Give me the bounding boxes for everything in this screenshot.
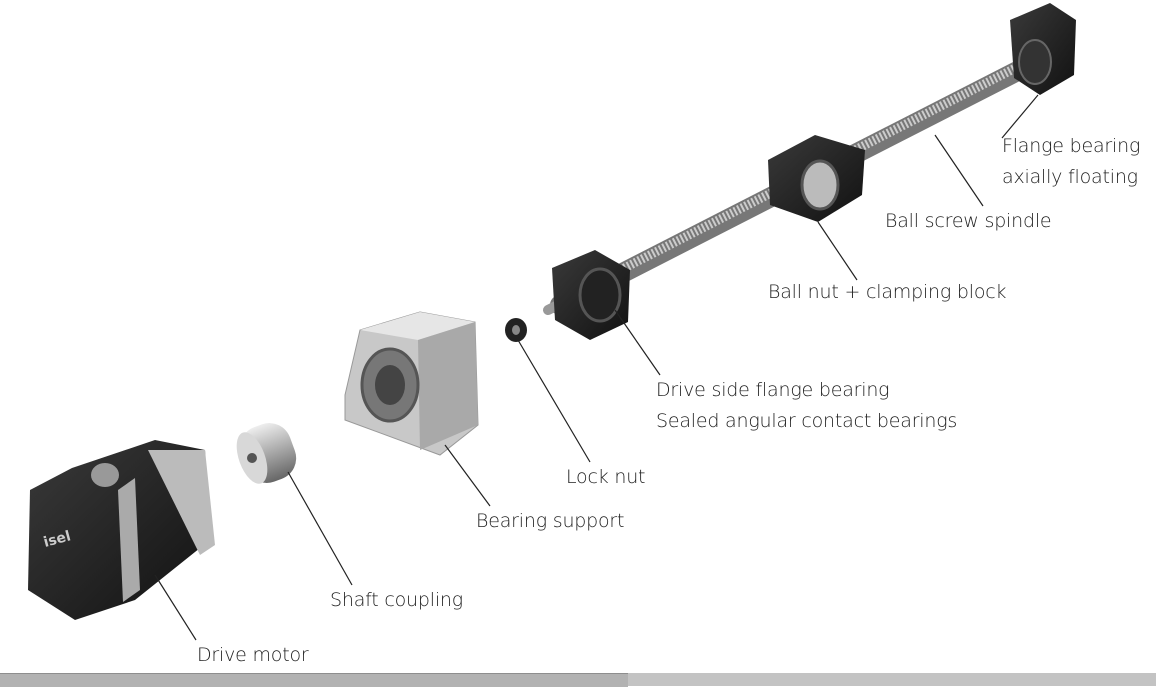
motor-brand-logo: isel xyxy=(42,528,73,551)
label-line: Sealed angular contact bearings xyxy=(656,410,958,432)
drive-motor: isel xyxy=(28,440,215,620)
ball-nut-clamping-block xyxy=(768,135,865,222)
label-drive-side-flange-bearing: Drive side flange bearing Sealed angular… xyxy=(656,375,957,437)
label-drive-motor: Drive motor xyxy=(197,644,309,666)
shaft-coupling xyxy=(236,423,297,484)
bottom-bar-left xyxy=(0,673,628,687)
label-line: Flange bearing xyxy=(1002,135,1141,157)
bearing-support xyxy=(344,311,479,456)
drive-side-flange-bearing xyxy=(552,250,630,340)
label-ball-screw-spindle: Ball screw spindle xyxy=(885,210,1052,232)
lock-nut xyxy=(505,318,527,342)
label-bearing-support: Bearing support xyxy=(476,510,625,532)
bottom-bar-right xyxy=(628,673,1156,686)
label-shaft-coupling: Shaft coupling xyxy=(330,589,463,611)
label-line: Drive side flange bearing xyxy=(656,379,890,401)
label-lock-nut: Lock nut xyxy=(566,466,646,488)
label-line: axially floating xyxy=(1002,166,1138,188)
label-ball-nut: Ball nut + clamping block xyxy=(768,281,1007,303)
leader-lines xyxy=(154,94,1039,641)
floating-flange-bearing xyxy=(1010,3,1076,95)
label-flange-bearing: Flange bearing axially floating xyxy=(1002,131,1140,193)
